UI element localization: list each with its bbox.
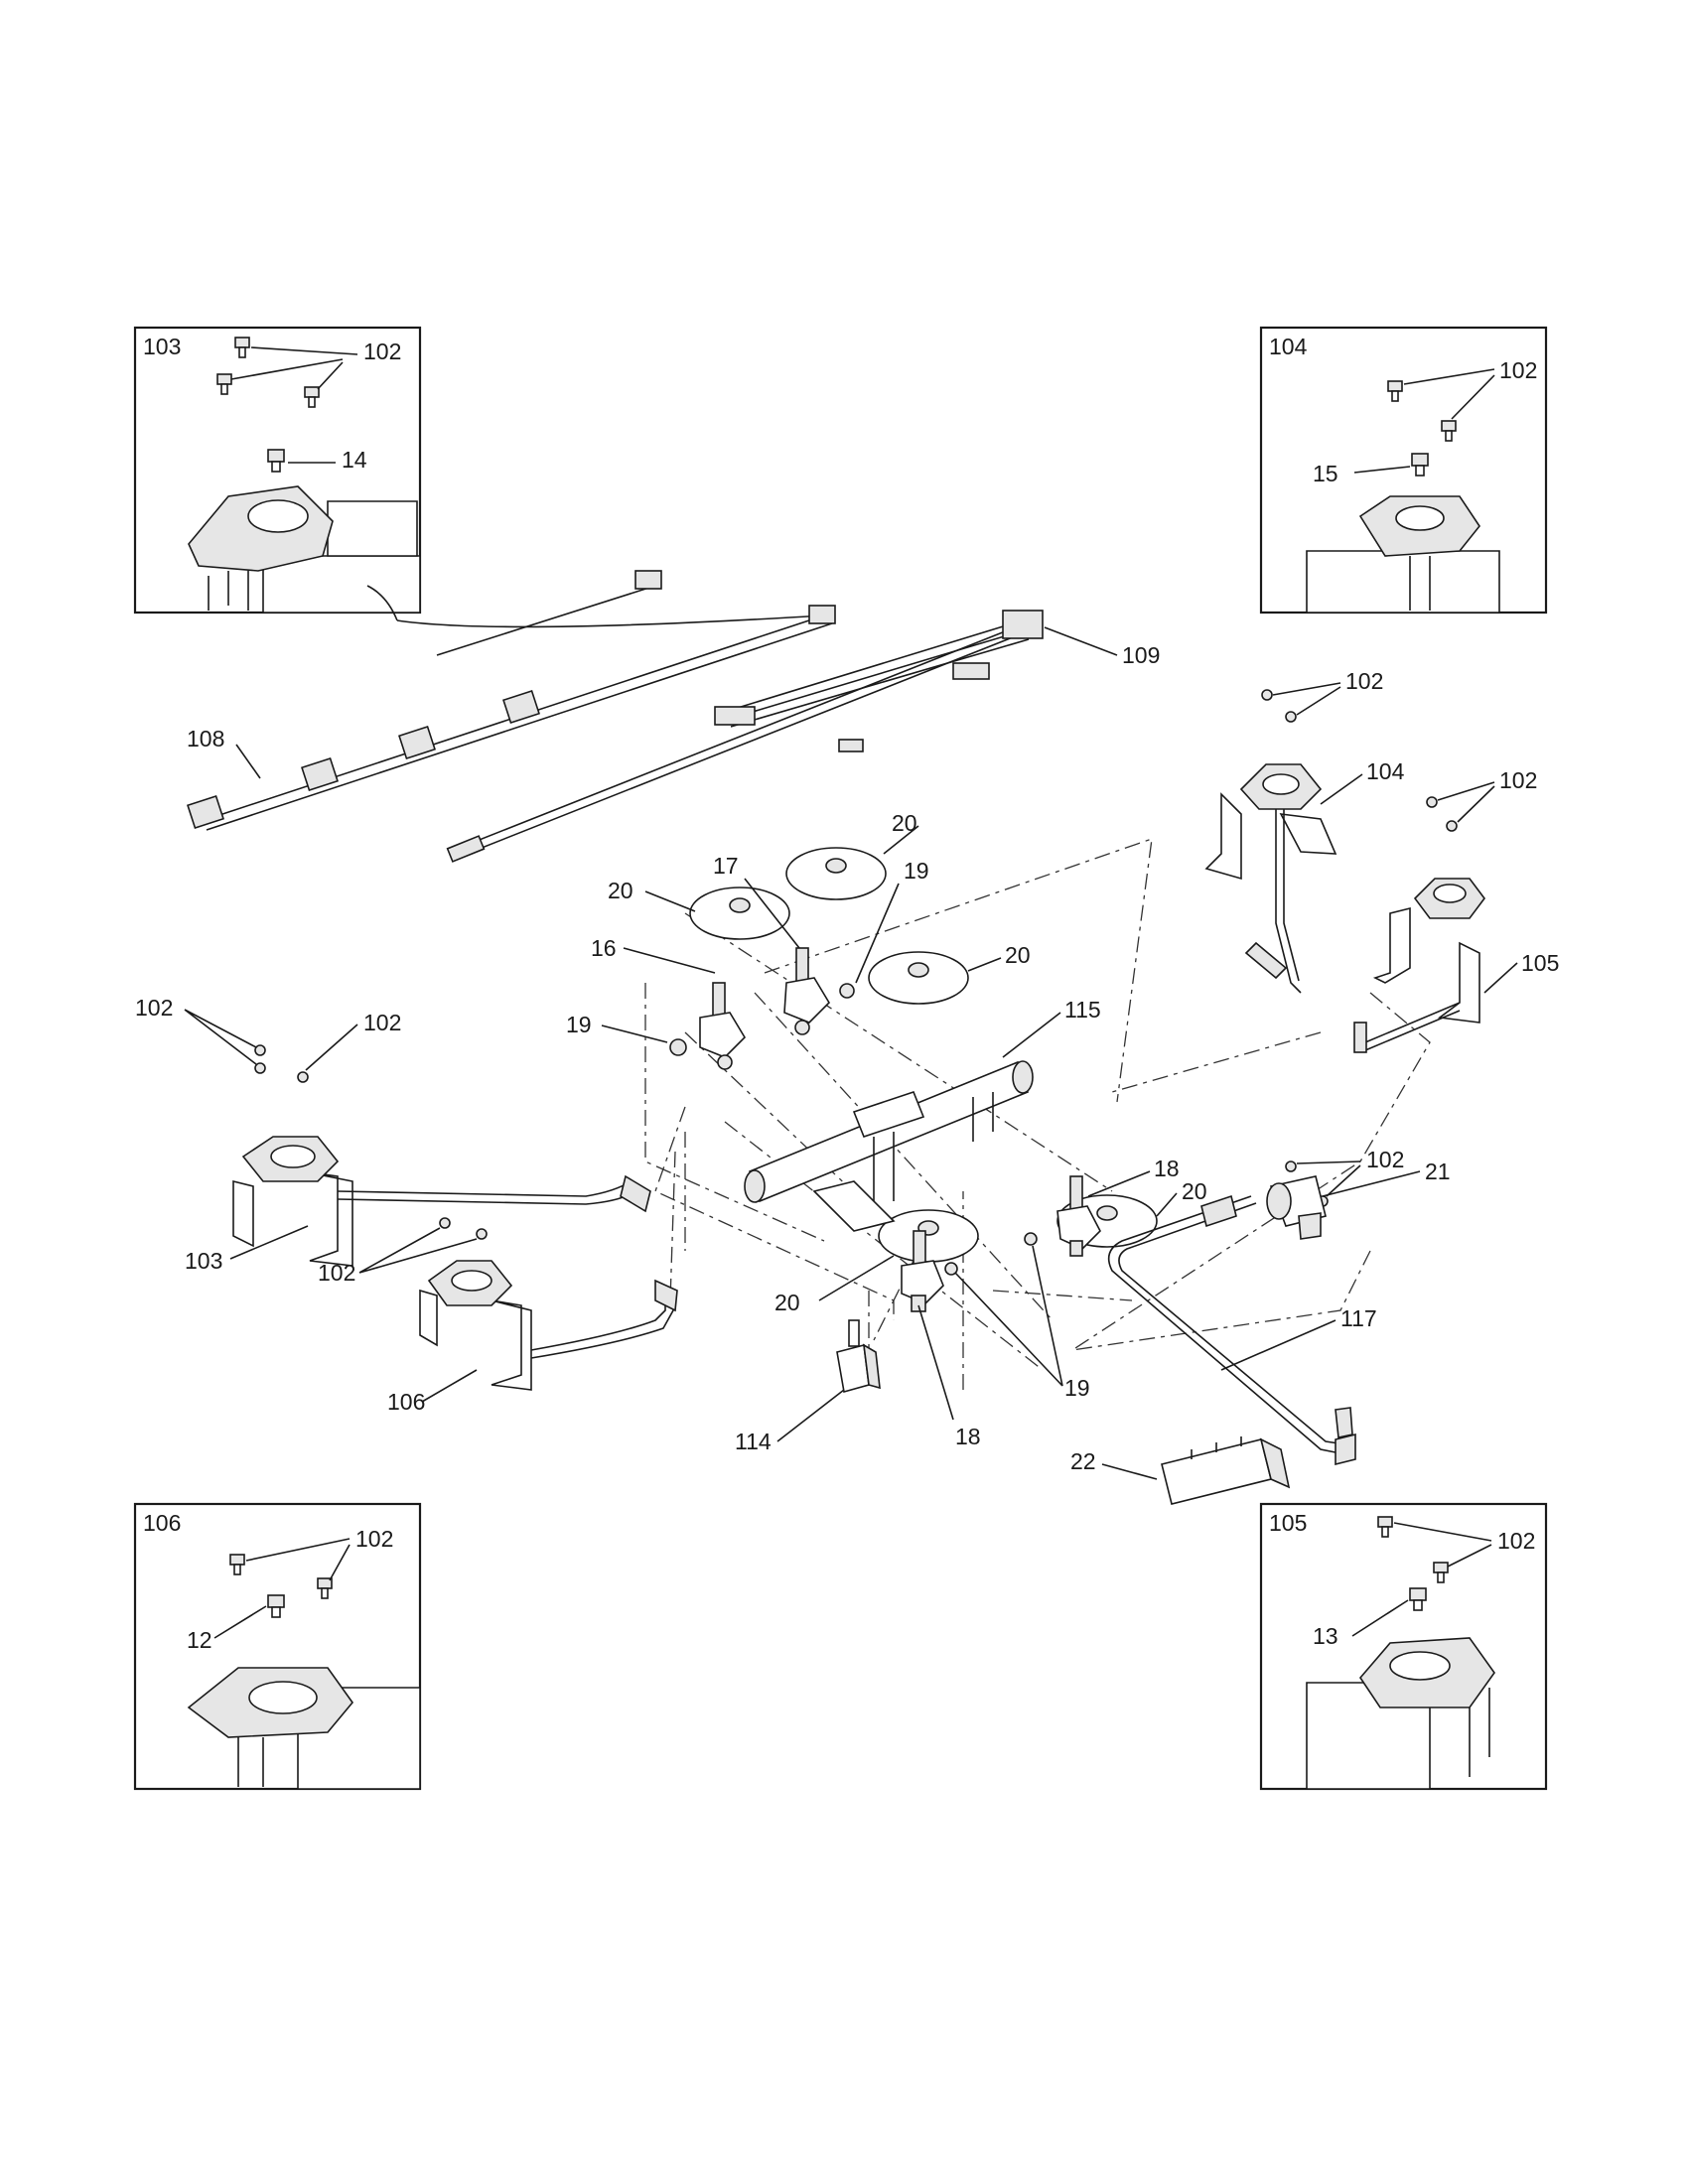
wire-harness-109 (446, 610, 1044, 863)
inset-105: 105 102 13 (1259, 1502, 1548, 1791)
callout-104: 104 (1366, 758, 1405, 784)
callout-12: 12 (187, 1627, 212, 1653)
callout-20-d: 20 (1182, 1178, 1207, 1204)
callout-18-a: 18 (1154, 1156, 1180, 1181)
screw-icon (1261, 689, 1297, 723)
screw-icon (1426, 796, 1458, 832)
callout-21: 21 (1425, 1159, 1451, 1184)
callout-102: 102 (1499, 357, 1537, 383)
callout-20-e: 20 (774, 1290, 800, 1315)
callout-102-screws-left-a: 102 (135, 995, 173, 1021)
inset-103-title: 103 (143, 334, 181, 359)
callout-102: 102 (355, 1526, 393, 1552)
callout-20-c: 20 (1005, 942, 1031, 968)
screw-icon (229, 1554, 333, 1618)
callout-18-b: 18 (955, 1424, 981, 1449)
callout-105: 105 (1521, 950, 1559, 976)
burner-bracket-icon (188, 485, 421, 614)
burner-valve-18-right (1056, 1175, 1101, 1257)
inset-105-title: 105 (1269, 1510, 1307, 1536)
burner-bracket-104 (1204, 763, 1337, 994)
callout-20-a: 20 (608, 878, 633, 903)
screw-icon (216, 337, 320, 473)
wire-harness-108 (187, 570, 836, 831)
callout-16: 16 (591, 935, 617, 961)
callout-19-a: 19 (904, 858, 929, 884)
burner-valve-18-bottom (901, 1230, 944, 1312)
burner-bracket-103 (232, 1136, 651, 1267)
inset-106: 106 102 12 (133, 1502, 422, 1791)
callout-102-screws-right: 102 (1499, 767, 1537, 793)
inset-106-title: 106 (143, 1510, 181, 1536)
screw-icon (669, 983, 855, 1056)
callout-102-screws-left-b: 102 (363, 1010, 401, 1035)
callout-20-b: 20 (892, 810, 917, 836)
callout-19-b: 19 (566, 1012, 592, 1037)
burner-bracket-105 (1353, 878, 1485, 1053)
burner-bracket-106 (419, 1260, 678, 1391)
gas-manifold-115 (744, 1060, 1034, 1232)
callout-103: 103 (185, 1248, 222, 1274)
screw-icon (439, 1217, 488, 1240)
callout-102-screws-center-right: 102 (1366, 1147, 1404, 1172)
callout-15: 15 (1313, 461, 1338, 486)
inset-103: 103 102 14 (133, 326, 422, 614)
callout-19-c: 19 (1064, 1375, 1090, 1401)
gas-tube-117 (1107, 1194, 1356, 1466)
burner-bracket-icon (1306, 495, 1500, 614)
callout-115: 115 (1064, 997, 1101, 1023)
spark-module-22 (1161, 1436, 1291, 1505)
callout-14: 14 (342, 447, 367, 473)
burner-bracket-icon (1306, 1637, 1495, 1790)
inset-104-title: 104 (1269, 334, 1308, 359)
callout-106: 106 (387, 1389, 425, 1415)
callout-109: 109 (1122, 642, 1160, 668)
screw-icon (1387, 380, 1457, 477)
callout-102-screws-left-c: 102 (318, 1260, 355, 1286)
callout-17: 17 (713, 853, 739, 879)
callout-108: 108 (187, 726, 224, 751)
gas-regulator-21 (1266, 1175, 1327, 1240)
burner-bracket-icon (187, 1667, 421, 1790)
callout-102: 102 (363, 339, 401, 364)
callout-13: 13 (1313, 1623, 1338, 1649)
burner-valve-16 (699, 982, 747, 1070)
screw-icon (254, 1044, 309, 1083)
ignition-switch-114 (836, 1319, 881, 1394)
screw-icon (1377, 1516, 1449, 1611)
inset-104: 104 102 15 (1259, 326, 1548, 614)
screw-icon (944, 1232, 1038, 1276)
burner-valve-17 (783, 947, 831, 1035)
callout-22: 22 (1070, 1448, 1096, 1474)
callout-117: 117 (1340, 1305, 1377, 1331)
callout-102: 102 (1497, 1528, 1535, 1554)
callout-114: 114 (735, 1429, 772, 1454)
callout-102-screws-top-right: 102 (1345, 668, 1383, 694)
